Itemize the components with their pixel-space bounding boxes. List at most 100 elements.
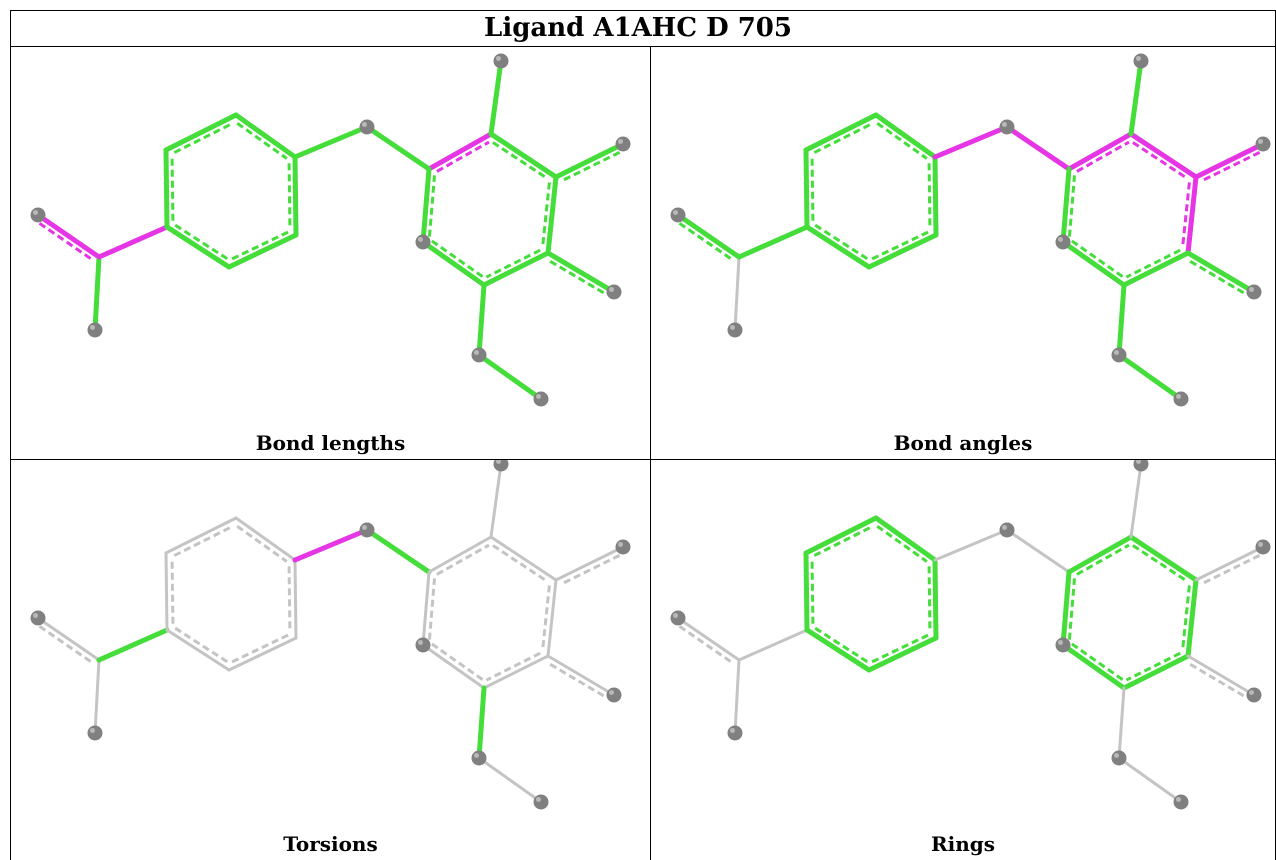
atom-highlight	[618, 542, 623, 547]
atom-highlight	[673, 210, 678, 215]
bond-r3-r4	[873, 112, 938, 160]
bond-r4-o	[932, 124, 1010, 160]
bond-r8-t1	[488, 58, 504, 137]
bond-r6-r1	[804, 223, 872, 270]
molecule-bond-lengths	[30, 53, 631, 407]
atom-highlight	[418, 640, 423, 645]
atom-t5	[533, 794, 549, 810]
panel-rings: Rings	[651, 460, 1275, 860]
atom-highlight	[673, 613, 678, 618]
atom-highlight	[1114, 753, 1119, 758]
panel-caption: Torsions	[283, 832, 378, 856]
atom-highlight	[1002, 122, 1007, 127]
bond-r8-t1	[1129, 462, 1143, 539]
atom-t1	[1133, 53, 1149, 69]
atom-highlight	[496, 460, 501, 464]
atom-t3	[1246, 284, 1262, 300]
atom-o	[359, 522, 375, 538]
bond-r8-r9	[1128, 534, 1199, 583]
atom-t4	[1111, 347, 1127, 363]
bond-r8-t1	[489, 462, 503, 539]
panel-torsions: Torsions	[11, 460, 650, 860]
bond-r9-t2	[554, 545, 625, 585]
atom-t4	[471, 750, 487, 766]
atom-t4	[1111, 750, 1127, 766]
bond-r11-r12	[420, 239, 487, 288]
atom-highlight	[474, 350, 479, 355]
bond-t4-t5	[1116, 352, 1184, 402]
bond-r10-t3	[546, 654, 616, 699]
atom-t2	[615, 136, 631, 152]
panel-bond-lengths: Bond lengths	[11, 47, 650, 459]
bond-c1-r1	[736, 224, 810, 260]
atom-m2	[87, 322, 103, 338]
atom-t4	[471, 347, 487, 363]
figure-title: Ligand A1AHC D 705	[484, 13, 792, 43]
border-center	[650, 46, 651, 860]
bond-r9-r10	[541, 578, 558, 658]
atom-highlight	[33, 210, 38, 215]
atom-highlight	[1176, 394, 1181, 399]
bond-r8-r9	[488, 131, 559, 180]
bond-r8-t1	[1128, 58, 1144, 137]
bond-r4-r5	[927, 557, 939, 641]
atom-highlight	[730, 325, 735, 330]
bond-r5-r6	[866, 633, 939, 673]
atom-highlight	[1136, 56, 1141, 61]
panel-caption: Rings	[930, 832, 995, 856]
bond-r1-r2	[163, 147, 175, 230]
bond-c1-r1	[96, 224, 170, 260]
atom-highlight	[1058, 237, 1063, 242]
border-middle	[10, 459, 1276, 460]
bond-m1-c1	[675, 212, 742, 260]
atom-highlight	[536, 394, 541, 399]
atom-t3	[1246, 687, 1262, 703]
bond-r11-r12	[1060, 642, 1127, 691]
atom-t2	[615, 539, 631, 555]
atom-highlight	[1058, 640, 1063, 645]
panel-caption: Bond angles	[893, 431, 1033, 455]
border-left	[10, 10, 11, 860]
atom-t5	[533, 391, 549, 407]
bond-r12-r7	[420, 166, 436, 245]
bond-t4-t5	[477, 756, 543, 804]
atom-t3	[606, 284, 622, 300]
bond-r5-r6	[866, 230, 939, 270]
bond-c1-r1	[737, 628, 809, 662]
bond-r4-o	[933, 528, 1009, 562]
atom-highlight	[1249, 287, 1254, 292]
atom-highlight	[609, 287, 614, 292]
bond-r9-t2	[1193, 141, 1266, 182]
atom-t5	[1173, 391, 1189, 407]
atom-highlight	[1258, 542, 1263, 547]
bond-r11-t4	[476, 282, 487, 358]
bond-r9-r10	[1181, 174, 1199, 256]
bond-r12-r7	[1060, 166, 1076, 245]
atom-o	[359, 119, 375, 135]
bond-r1-r2	[164, 551, 175, 632]
atom-m1	[670, 207, 686, 223]
atom-highlight	[418, 237, 423, 242]
panel-caption: Bond lengths	[255, 431, 406, 455]
bond-r3-r4	[234, 516, 297, 563]
bond-c1-m2	[92, 254, 102, 333]
bond-t4-t5	[1117, 756, 1183, 804]
bond-r11-t4	[476, 685, 487, 761]
molecule-torsions	[30, 460, 631, 810]
bond-r6-r1	[164, 223, 232, 270]
bond-r10-t3	[545, 250, 617, 296]
bond-r1-r2	[803, 147, 815, 230]
bond-r5-r6	[226, 230, 299, 270]
atom-highlight	[1249, 690, 1254, 695]
bond-r11-r12	[421, 642, 486, 690]
panel-bond-angles: Bond angles	[651, 47, 1275, 459]
bond-c1-m2	[733, 658, 741, 735]
atom-highlight	[90, 728, 95, 733]
bond-r7-r8	[1066, 131, 1134, 173]
bond-r10-r11	[482, 651, 550, 690]
bond-m1-c1	[35, 212, 102, 260]
molecule-bond-angles	[670, 53, 1271, 407]
atom-highlight	[33, 613, 38, 618]
bond-r10-t3	[1185, 250, 1257, 296]
molecule-rings	[670, 460, 1271, 810]
